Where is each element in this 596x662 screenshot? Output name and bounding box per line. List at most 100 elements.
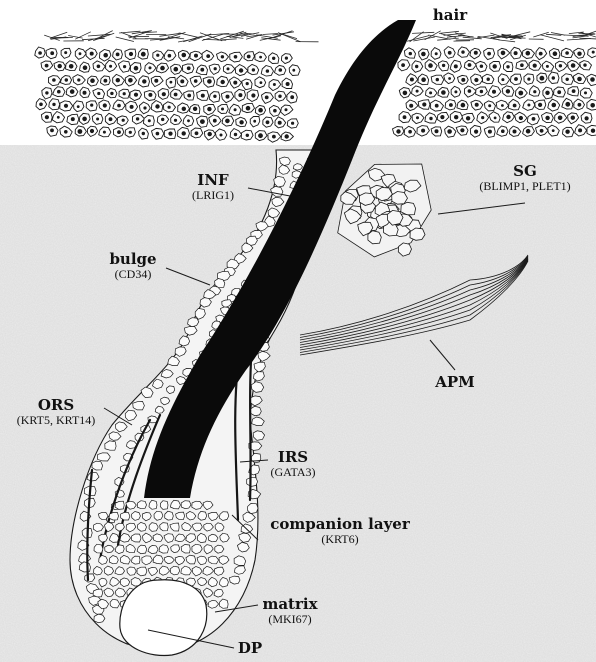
cell-nucleus <box>292 69 295 72</box>
cell-nucleus <box>174 119 177 122</box>
cell-nucleus <box>461 78 465 82</box>
cell-nucleus <box>448 51 452 55</box>
matrix-cell <box>115 501 124 509</box>
cell-nucleus <box>285 57 288 60</box>
cell-nucleus <box>161 118 164 121</box>
label-companion-title: companion layer <box>255 516 425 533</box>
cell-nucleus <box>208 132 212 136</box>
cell-nucleus <box>180 79 184 83</box>
epidermis <box>35 47 596 143</box>
cell-nucleus <box>480 65 483 68</box>
cell-nucleus <box>590 77 595 82</box>
label-inf-title: INF <box>178 172 248 189</box>
cell-nucleus <box>64 130 68 134</box>
cell-nucleus <box>260 81 263 84</box>
cell-nucleus <box>109 117 113 121</box>
cell-nucleus <box>225 119 230 124</box>
cell-nucleus <box>565 51 569 55</box>
cell-nucleus <box>429 91 432 94</box>
cell-nucleus <box>409 52 412 55</box>
cell-nucleus <box>396 129 400 133</box>
cell-nucleus <box>290 95 294 99</box>
cell-nucleus <box>187 94 191 98</box>
cell-nucleus <box>291 122 294 125</box>
cell-nucleus <box>128 78 133 83</box>
cell-nucleus <box>182 131 186 135</box>
cell-nucleus <box>239 68 243 72</box>
cell-nucleus <box>90 78 95 83</box>
cell-nucleus <box>422 102 426 106</box>
cell-nucleus <box>435 129 439 133</box>
matrix-cell <box>127 567 136 575</box>
cell-nucleus <box>592 51 595 54</box>
cell-nucleus <box>487 78 490 81</box>
cell-nucleus <box>96 118 99 121</box>
cell-nucleus <box>103 103 107 107</box>
cell-nucleus <box>409 104 413 108</box>
cell-nucleus <box>265 96 269 100</box>
matrix-cell <box>94 544 103 553</box>
cell-nucleus <box>428 63 433 68</box>
cell-nucleus <box>474 78 478 82</box>
cell-nucleus <box>520 63 524 67</box>
cell-nucleus <box>416 116 419 119</box>
cell-nucleus <box>285 108 288 111</box>
corneum-stroke <box>498 40 515 42</box>
matrix-cell <box>165 511 174 520</box>
corneum-stroke <box>189 34 212 42</box>
cell-nucleus <box>466 116 470 120</box>
label-irs-marker: (GATA3) <box>258 466 328 480</box>
label-companion-marker: (KRT6) <box>255 533 425 547</box>
cell-nucleus <box>213 119 217 123</box>
dermal-papilla <box>120 580 207 656</box>
cell-nucleus <box>187 66 191 70</box>
cell-nucleus <box>160 66 165 71</box>
cell-nucleus <box>83 65 88 70</box>
cell-nucleus <box>487 52 491 56</box>
cell-nucleus <box>116 78 120 82</box>
label-apm: APM <box>425 374 485 391</box>
cell-nucleus <box>123 65 126 68</box>
cell-nucleus <box>90 129 94 133</box>
cell-nucleus <box>501 78 504 81</box>
cell-nucleus <box>65 78 68 81</box>
cell-nucleus <box>421 129 425 133</box>
cell-nucleus <box>442 64 445 67</box>
cell-nucleus <box>468 89 472 93</box>
matrix-cell <box>99 534 108 542</box>
cell-nucleus <box>461 103 466 108</box>
cell-nucleus <box>201 94 205 98</box>
cell-nucleus <box>149 66 152 69</box>
matrix-cell <box>131 534 141 542</box>
cell-nucleus <box>64 51 67 54</box>
cell-nucleus <box>78 129 83 134</box>
cell-nucleus <box>221 80 225 84</box>
label-dp-title: DP <box>230 640 270 657</box>
cell-nucleus <box>278 121 282 125</box>
ors-cell <box>247 477 258 486</box>
cell-nucleus <box>90 52 94 56</box>
cell-nucleus <box>590 103 595 108</box>
cell-nucleus <box>527 78 530 81</box>
label-inf-marker: (LRIG1) <box>178 189 248 203</box>
cell-nucleus <box>539 52 543 56</box>
cell-nucleus <box>50 129 54 133</box>
cell-nucleus <box>468 63 472 67</box>
cell-nucleus <box>227 67 230 70</box>
label-ors-title: ORS <box>0 397 112 414</box>
cell-nucleus <box>526 129 531 134</box>
cell-nucleus <box>207 79 212 84</box>
cell-nucleus <box>546 65 549 68</box>
label-irs: IRS (GATA3) <box>258 449 328 480</box>
cell-nucleus <box>527 104 530 107</box>
cell-nucleus <box>247 55 251 59</box>
cell-nucleus <box>221 55 224 58</box>
cell-nucleus <box>182 53 187 58</box>
cell-nucleus <box>246 134 249 137</box>
cell-nucleus <box>577 52 581 56</box>
cell-nucleus <box>83 91 87 95</box>
cell-nucleus <box>584 91 587 94</box>
cell-nucleus <box>116 53 120 57</box>
cell-nucleus <box>513 130 517 134</box>
cell-nucleus <box>238 93 242 97</box>
